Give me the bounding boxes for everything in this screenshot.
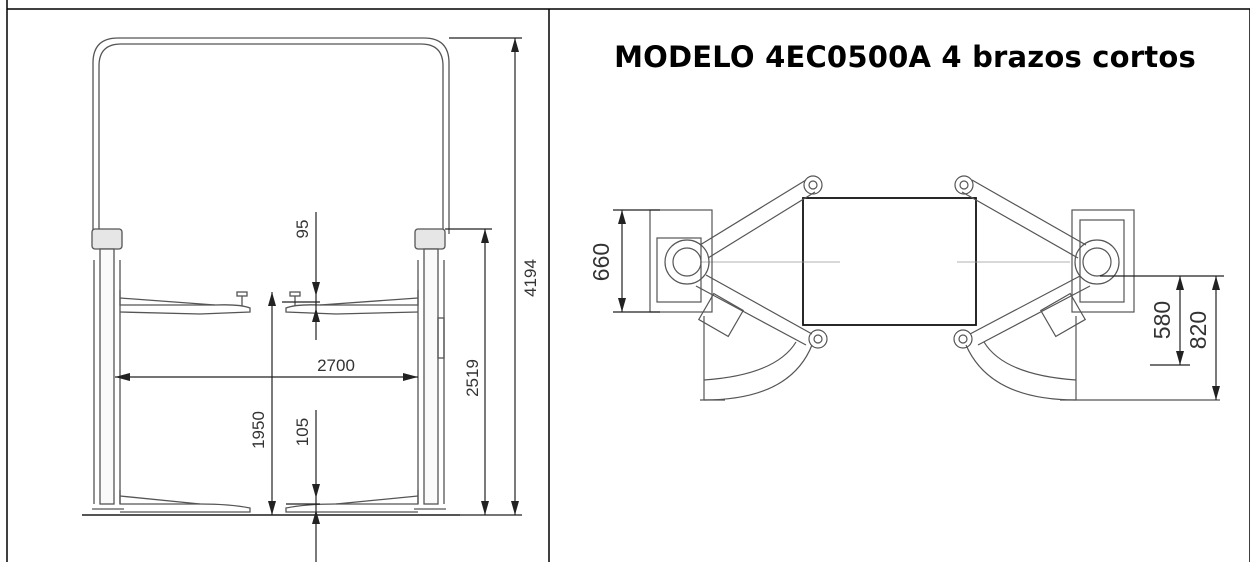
top-right-upper-arm	[961, 179, 1087, 259]
vehicle-platform	[802, 197, 977, 326]
dim-width-between-columns: 2700	[317, 356, 355, 375]
lower-left-arm	[119, 490, 251, 513]
front-view-dimension-lines	[115, 37, 522, 562]
front-view-drawing	[82, 37, 460, 516]
right-base-plate	[1071, 209, 1135, 313]
front-view-arrowheads	[115, 38, 519, 524]
front-view-dimension-labels: 4194 2519 2700 1950 95 105	[249, 220, 540, 449]
right-column-head	[414, 228, 446, 250]
pad-top-left	[803, 175, 823, 195]
left-column-head	[91, 228, 123, 250]
pad-top-right	[954, 175, 974, 195]
top-view-dimension-lines	[613, 209, 1224, 400]
lower-right-arm	[285, 490, 419, 513]
upper-right-arm	[285, 290, 419, 315]
top-left-upper-arm	[699, 179, 816, 259]
top-left-lower-arm	[695, 274, 813, 346]
pad-bottom-right	[953, 329, 973, 349]
page-borders	[6, 0, 1250, 562]
left-column	[99, 248, 115, 505]
right-swing-arc	[965, 316, 1077, 401]
pad-bottom-left	[808, 329, 828, 349]
right-column	[423, 248, 439, 505]
left-base-plate	[649, 209, 713, 313]
dim-pad-bottom: 105	[293, 418, 312, 446]
dim-total-height: 4194	[521, 259, 540, 297]
upper-left-arm	[119, 290, 251, 315]
left-column-circle	[664, 239, 710, 285]
dim-right-inner: 580	[1149, 301, 1175, 339]
left-swing-arc	[703, 316, 813, 401]
dim-left-depth: 660	[588, 243, 614, 281]
dim-right-outer: 820	[1185, 311, 1211, 349]
top-view-drawing	[649, 175, 1220, 401]
dim-lift-height: 1950	[249, 411, 268, 449]
model-title: MODELO 4EC0500A 4 brazos cortos	[614, 40, 1196, 74]
dim-pad-top: 95	[293, 220, 312, 239]
dim-column-height: 2519	[463, 359, 482, 397]
right-column-circle	[1074, 239, 1120, 285]
overhead-arch	[92, 37, 450, 234]
top-view-dimension-labels: 660 580 820	[588, 243, 1211, 349]
top-view-arrowheads	[618, 210, 1220, 400]
